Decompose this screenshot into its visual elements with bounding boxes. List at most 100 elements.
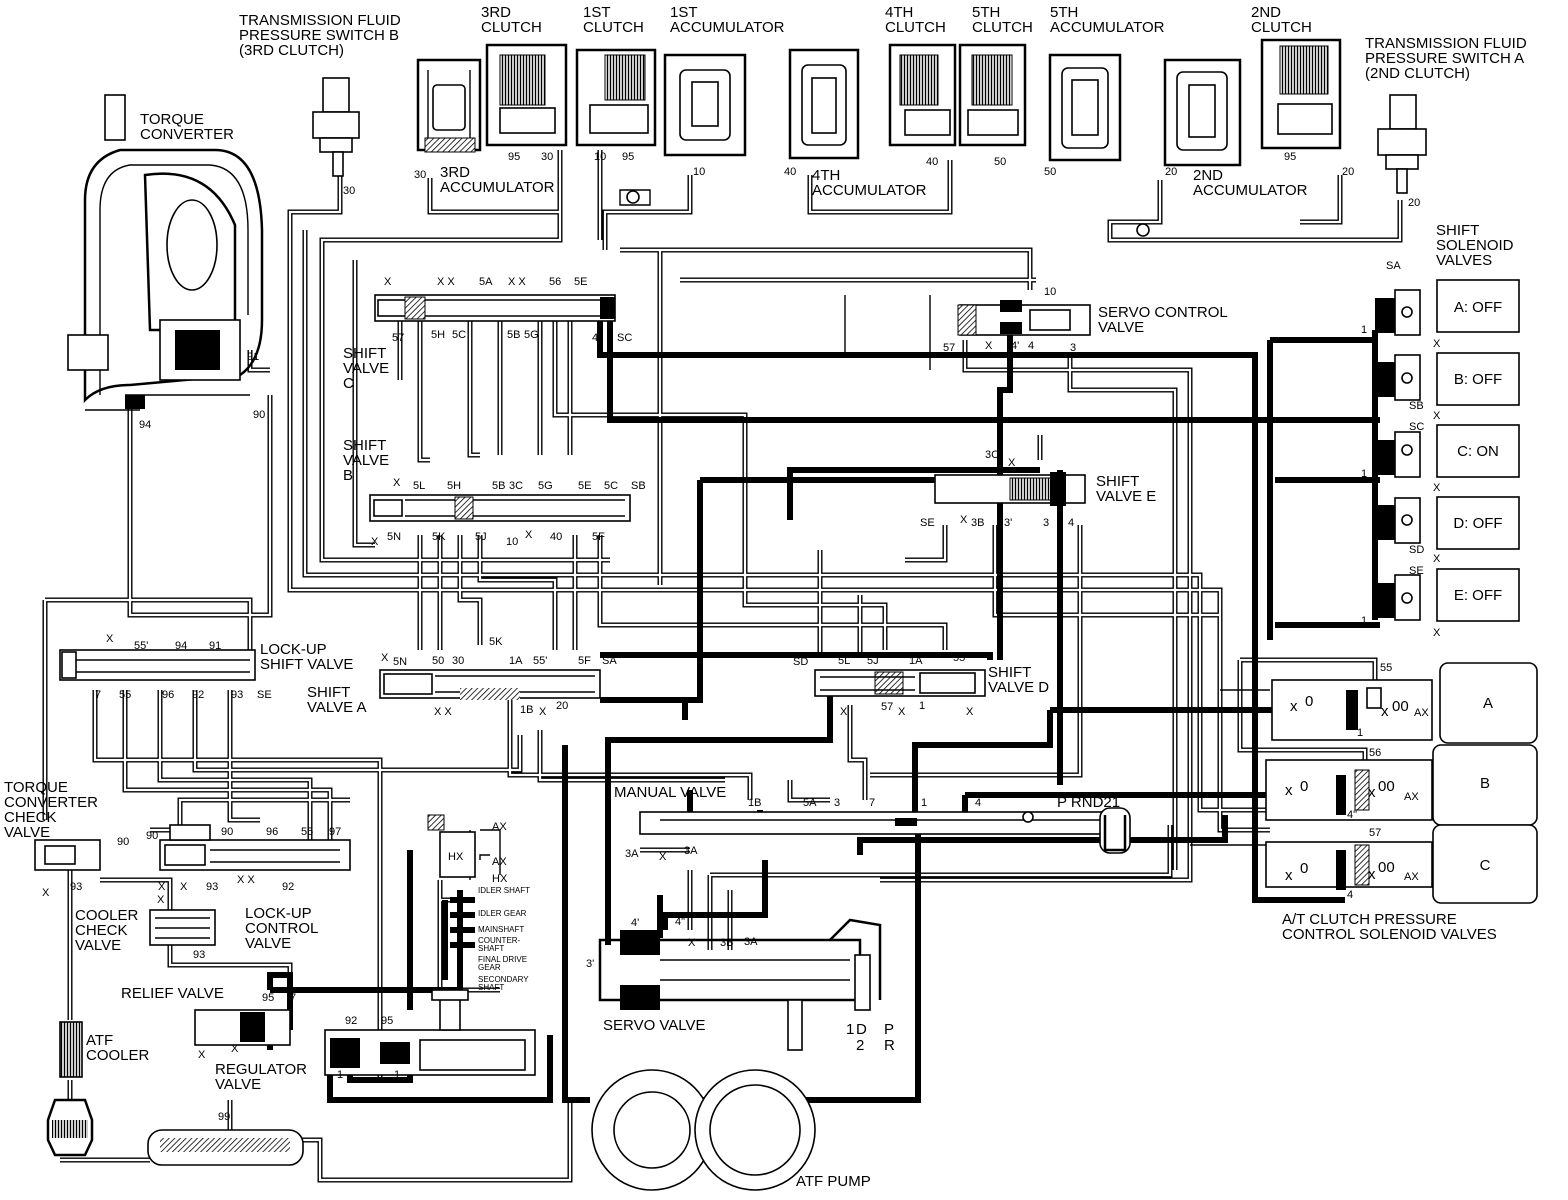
port-label: 5F [578, 655, 591, 667]
port-label: 30 [343, 185, 355, 197]
shift-valve-e [934, 472, 1086, 506]
lockup-control-valve [159, 824, 351, 871]
lube-label-hx2: HX [492, 873, 508, 885]
port-label: 1B [520, 704, 533, 716]
port-label: 20 [556, 700, 568, 712]
lube-circuit-box [427, 814, 476, 878]
port-label: 4" [675, 916, 685, 928]
port-label: X [158, 881, 166, 893]
svg-text:1: 1 [846, 1021, 854, 1038]
port-label: SE [920, 517, 935, 529]
svg-text:x: x [1381, 703, 1389, 720]
port-label: SC [617, 332, 632, 344]
atf-pump-body [591, 1069, 816, 1191]
port-label: 5G [538, 480, 553, 492]
port-label: 5N [387, 531, 401, 543]
port-label: 30 [414, 169, 426, 181]
torque-converter [67, 94, 264, 411]
port-label: 5K [432, 531, 446, 543]
atf-strainer [46, 1098, 94, 1157]
port-label: 97 [329, 826, 341, 838]
port-label: 5E [574, 276, 587, 288]
solenoid-state-e: E: OFF [1454, 587, 1502, 604]
port-label: 91 [209, 640, 221, 652]
regulator-valve [324, 989, 536, 1076]
port-label: X [966, 706, 974, 718]
port-label: X [840, 706, 848, 718]
port-label: X [898, 706, 906, 718]
port-label: X [231, 1043, 239, 1055]
port-label: 95 [508, 151, 520, 163]
svg-text:0: 0 [1300, 778, 1308, 795]
port-label: 4 [1068, 517, 1074, 529]
port-label: 5G [524, 329, 539, 341]
port-label: 7 [95, 689, 101, 701]
label-atf-pump: ATF PUMP [796, 1173, 871, 1190]
port-label: 1 [1361, 615, 1367, 627]
port-label: X X [434, 706, 452, 718]
port-label: 4 [975, 797, 981, 809]
port-label: 4 [592, 332, 598, 344]
svg-text:x: x [1368, 866, 1376, 883]
port-label: X [42, 887, 50, 899]
lube-label-idler-shaft: IDLER SHAFT [478, 886, 530, 895]
shift-valve-c [374, 294, 616, 322]
port-label: X [1433, 627, 1441, 639]
port-label: 4' [1011, 340, 1019, 352]
svg-text:x: x [1285, 782, 1293, 799]
svg-text:x: x [1368, 784, 1376, 801]
clutch-2nd [1260, 38, 1342, 150]
port-label: 95 [262, 992, 274, 1004]
svg-text:00: 00 [1378, 778, 1395, 795]
svg-text:R: R [884, 1037, 895, 1054]
port-label: 10 [693, 166, 705, 178]
port-label: 93 [231, 689, 243, 701]
solenoid-state-b: B: OFF [1454, 371, 1502, 388]
clutch-1st [575, 48, 657, 206]
port-label: 57 [943, 342, 955, 354]
port-label: 92 [345, 1015, 357, 1027]
svg-text:x: x [1285, 867, 1293, 884]
port-label: 5L [413, 480, 425, 492]
port-label: 1A [909, 655, 923, 667]
port-label: 1 [1361, 468, 1367, 480]
svg-text:2: 2 [856, 1037, 864, 1054]
port-label: 55 [1380, 662, 1392, 674]
port-label: X [688, 937, 696, 949]
servo-positions: 1 D 2 P R [846, 1021, 895, 1054]
port-label: X [180, 881, 188, 893]
port-label: X [960, 514, 968, 526]
port-label: X [1433, 410, 1441, 422]
port-label: 4 [1028, 340, 1034, 352]
port-label: 1A [509, 655, 523, 667]
shift-valve-b [369, 494, 631, 522]
shift-solenoid-valves [1372, 289, 1421, 621]
port-label: SE [257, 689, 272, 701]
port-label: 1 [1361, 324, 1367, 336]
port-label: SA [1386, 260, 1401, 272]
port-label: X [985, 340, 993, 352]
port-label: 7 [869, 797, 875, 809]
solenoid-state-a: A: OFF [1454, 299, 1502, 316]
port-label: X [1433, 553, 1441, 565]
port-label: 20 [1342, 166, 1354, 178]
port-label: 91 [247, 351, 259, 363]
port-label: 56 [549, 276, 561, 288]
lube-label-hx1: HX [448, 851, 464, 863]
svg-text:00: 00 [1378, 859, 1395, 876]
svg-text:AX: AX [1404, 791, 1419, 803]
accumulator-5th [1048, 53, 1122, 162]
accumulator-1st [663, 53, 747, 157]
